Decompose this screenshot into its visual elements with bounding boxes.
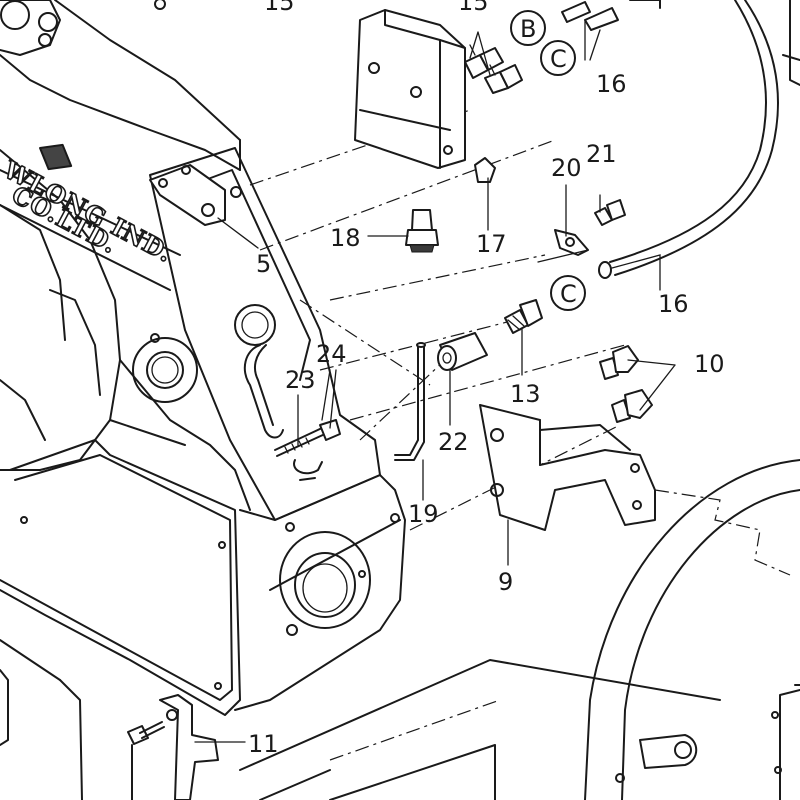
label-part-11: 11 [248, 730, 279, 758]
fitting-13 [504, 299, 543, 334]
callout-b-top-label: B [520, 15, 536, 43]
label-part-19: 19 [408, 500, 439, 528]
label-part-9: 9 [498, 568, 513, 596]
brand-marking: WLONG IND. CO.LTD. [0, 143, 179, 269]
main-frame [0, 0, 251, 511]
fittings-15 [464, 44, 523, 94]
bolt-17 [474, 157, 496, 183]
part-9-bracket [479, 404, 656, 531]
callout-b-top: B [510, 10, 546, 46]
bottom-frame [239, 659, 721, 800]
label-part-21: 21 [586, 140, 617, 168]
label-part-5: 5 [256, 250, 271, 278]
callout-c-top-label: C [550, 45, 567, 73]
label-part-24: 24 [316, 340, 347, 368]
label-part-13: 13 [510, 380, 541, 408]
drum [584, 459, 800, 800]
bolt-24 [274, 419, 341, 457]
screws-10 [599, 345, 653, 423]
label-part-15-left: 15 [264, 0, 295, 16]
callout-c-top: C [540, 40, 576, 76]
label-part-20: 20 [551, 154, 582, 182]
clip-20 [554, 229, 589, 256]
screw-21 [594, 199, 626, 226]
front-plate [149, 147, 381, 521]
label-part-16-long: 16 [658, 290, 689, 318]
motor-cover [0, 439, 406, 800]
part-11-bracket [127, 694, 219, 800]
label-part-10: 10 [694, 350, 725, 378]
callout-c-mid: C [550, 275, 586, 311]
label-part-23: 23 [285, 366, 316, 394]
label-part-17: 17 [476, 230, 507, 258]
callout-c-mid-label: C [560, 280, 577, 308]
block-15 [354, 9, 466, 169]
pipe-16-top [561, 0, 661, 31]
diamond-logo-icon [39, 143, 73, 171]
label-part-22: 22 [438, 428, 469, 456]
leader-lines [194, 19, 676, 743]
nipple-18 [405, 209, 439, 253]
label-part-18: 18 [330, 224, 361, 252]
part-labels: 15 15 16 16 17 18 20 21 5 24 23 22 13 10… [248, 0, 725, 758]
rod-19 [394, 342, 426, 461]
sleeve-22 [437, 332, 488, 371]
pipe-16-long [598, 0, 800, 279]
label-part-15-right: 15 [458, 0, 489, 16]
label-part-16-top: 16 [596, 70, 627, 98]
